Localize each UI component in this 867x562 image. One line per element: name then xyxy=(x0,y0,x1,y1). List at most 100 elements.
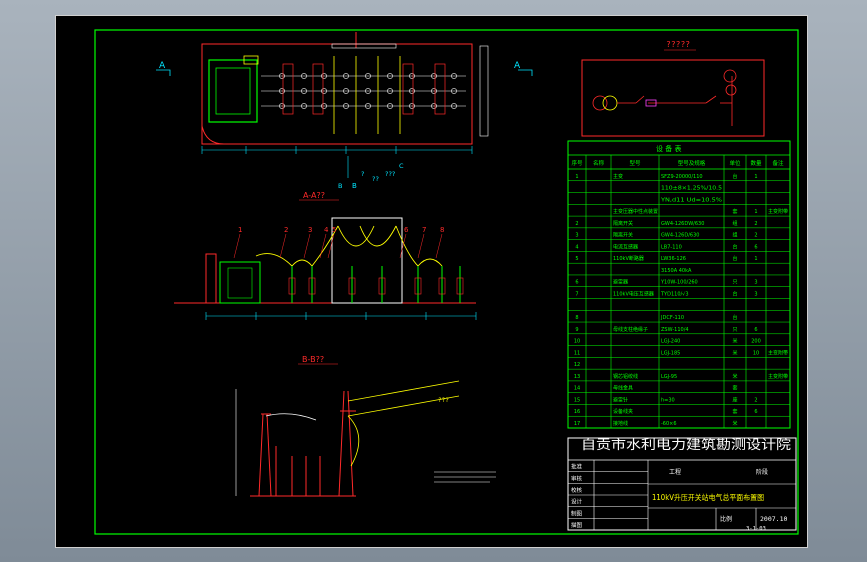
title-block-row-label: 审核 xyxy=(571,474,583,482)
plan-insulator xyxy=(387,88,393,94)
table-cell: TYD110/√3 xyxy=(660,292,689,298)
table-cell: 200 xyxy=(751,339,761,345)
table-cell: 4 xyxy=(575,244,578,250)
table-cell: 15 xyxy=(574,397,580,403)
table-cell: 3 xyxy=(575,233,578,239)
table-row: 110±8×1.25%/10.5 xyxy=(568,186,790,193)
sheet-border xyxy=(94,29,799,535)
table-row: 12 xyxy=(568,362,790,370)
bb-annotation: ??? xyxy=(438,397,449,404)
aa-leader xyxy=(233,233,241,259)
aa-equipment xyxy=(288,277,296,295)
table-cell: GW4-126DW/630 xyxy=(661,221,704,227)
section-bb-title: B-B?? xyxy=(302,355,324,364)
plan-insulator xyxy=(279,73,285,79)
aa-equipment xyxy=(308,277,316,295)
drawing-canvas: A A B B??????C A-A?? xyxy=(94,29,799,535)
plan-bay xyxy=(312,63,324,115)
mini-generator xyxy=(592,95,608,111)
bb-notes xyxy=(434,471,496,483)
table-cell: 2 xyxy=(754,233,757,239)
aa-equipment xyxy=(348,277,356,295)
aa-gantry xyxy=(331,217,403,304)
plan-insulator xyxy=(321,103,327,109)
table-cell: 套 xyxy=(732,408,737,415)
section-a-markers xyxy=(156,69,533,76)
title-block-company: 自贡市水利电力建筑勘测设计院 xyxy=(581,437,791,453)
plan-callouts: B??????C xyxy=(338,162,404,190)
plan-insulator xyxy=(321,73,327,79)
bb-span-conductor xyxy=(265,413,317,421)
table-cell: 110kV电压互感器 xyxy=(613,291,654,298)
plan-portal xyxy=(331,43,397,49)
plan-view: A A B B??????C xyxy=(156,32,533,190)
plan-insulator xyxy=(343,88,349,94)
bb-structures xyxy=(258,390,356,497)
mini-transformer xyxy=(602,95,618,111)
plan-insulator xyxy=(365,103,371,109)
table-cell: 母线支柱绝缘子 xyxy=(613,326,648,333)
plan-fence xyxy=(201,43,473,145)
table-title: 设 备 表 xyxy=(656,144,681,153)
table-cell: 6 xyxy=(575,280,578,286)
table-cell: 17 xyxy=(574,421,580,427)
title-block-row-label: 校核 xyxy=(571,486,583,494)
table-cell: 米 xyxy=(732,338,737,345)
table-cell: 隔离开关 xyxy=(613,232,633,239)
table-cell: 组 xyxy=(732,232,737,239)
table-header-cell: 型号及规格 xyxy=(678,159,706,167)
table-cell: 12 xyxy=(574,362,580,368)
aa-leader xyxy=(327,233,335,259)
aa-callout-number: 5 xyxy=(332,226,336,234)
section-b-label: B xyxy=(352,182,357,190)
aa-callout-number: 4 xyxy=(324,226,329,234)
single-line-mini: ????? xyxy=(581,40,765,137)
table-cell: LGJ-95 xyxy=(661,374,677,380)
table-header: 序号名称型号型号及规格单位数量备注 xyxy=(568,159,790,170)
table-cell: 避雷针 xyxy=(613,396,628,403)
title-block-date: 2007.10 xyxy=(760,515,787,523)
mini-ct xyxy=(725,84,737,96)
aa-callout-number: 3 xyxy=(308,226,312,234)
plan-insulator xyxy=(387,103,393,109)
section-a-right-label: A xyxy=(514,61,521,71)
plan-insulator xyxy=(321,88,327,94)
table-header-cell: 型号 xyxy=(629,159,641,167)
plan-insulator xyxy=(409,103,415,109)
table-cell: 台 xyxy=(732,314,737,321)
aa-callout-number: 1 xyxy=(238,226,242,234)
section-a-left-label: A xyxy=(159,61,166,71)
plan-callout: ? xyxy=(361,170,364,178)
table-column-rules xyxy=(585,155,767,428)
plan-insulator xyxy=(451,88,457,94)
table-cell: 1 xyxy=(754,209,757,215)
plan-insulator xyxy=(409,88,415,94)
table-cell: LGJ-185 xyxy=(661,350,680,356)
table-cell: 11 xyxy=(574,350,580,356)
table-cell: 6 xyxy=(754,409,757,415)
table-cell: SFZ9-20000/110 xyxy=(661,174,703,180)
plan-road-curve xyxy=(201,125,225,145)
plan-insulator xyxy=(301,73,307,79)
plan-insulator xyxy=(365,88,371,94)
aa-transformer xyxy=(219,261,261,304)
aa-callout-number: 8 xyxy=(440,226,444,234)
aa-callout-number: 2 xyxy=(284,226,288,234)
title-block-number: 3-1-03 xyxy=(746,526,766,532)
plan-insulator xyxy=(301,88,307,94)
aa-equipment xyxy=(378,277,386,295)
aa-dimensions xyxy=(205,312,477,320)
mini-lines xyxy=(617,76,733,126)
plan-dim-right xyxy=(479,45,489,137)
table-cell: 米 xyxy=(732,373,737,380)
aa-equipment xyxy=(414,277,422,295)
